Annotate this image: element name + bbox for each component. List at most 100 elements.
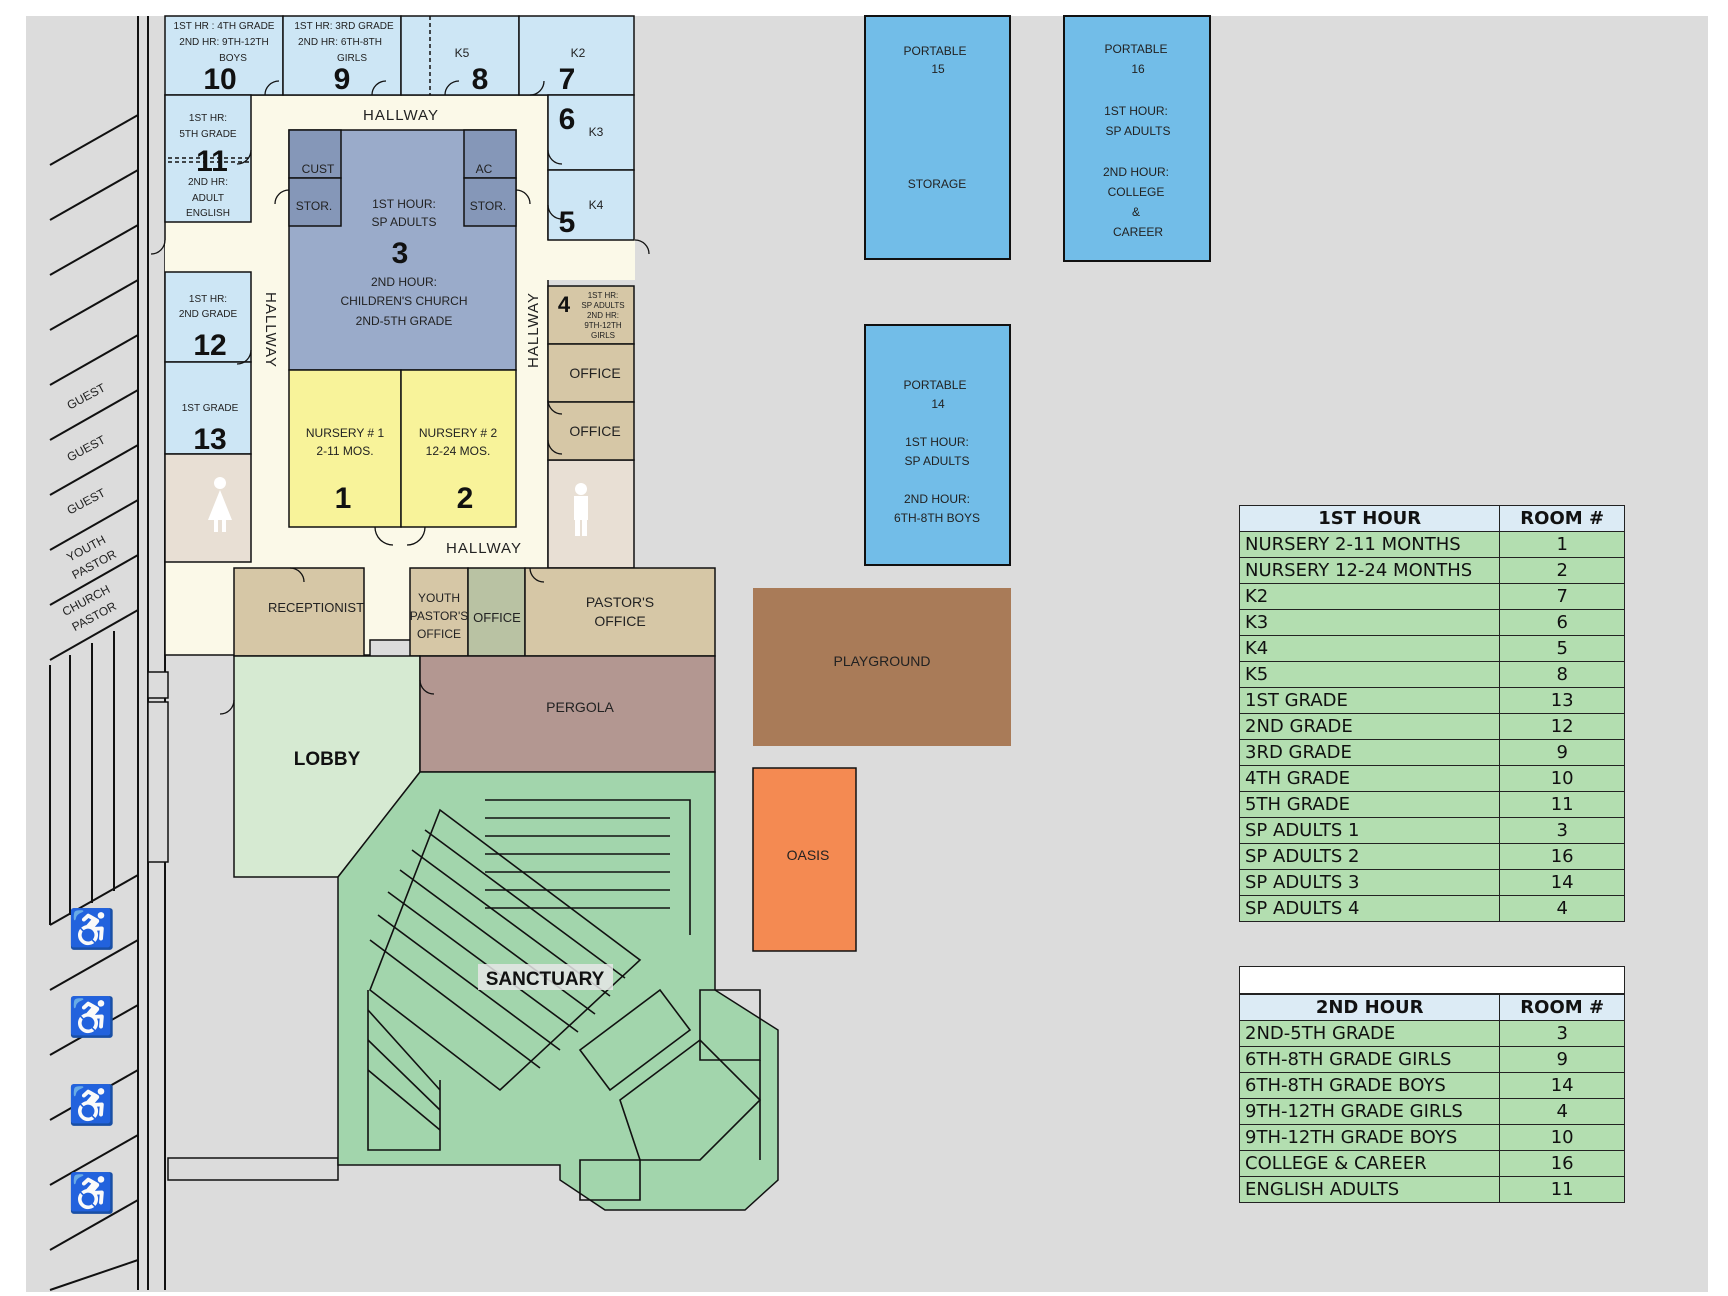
legend-room-number: 4	[1499, 1098, 1625, 1125]
legend-room-number: 3	[1499, 1020, 1625, 1047]
legend-room-number: 6	[1499, 609, 1625, 636]
portable-16-line1: PORTABLE	[1105, 42, 1168, 56]
legend-group-name: SP ADULTS 1	[1238, 817, 1501, 844]
legend-room-number: 1	[1499, 531, 1625, 558]
room-3-line2: SP ADULTS	[372, 215, 437, 229]
legend-group-name: 3RD GRADE	[1238, 739, 1501, 766]
room-2	[400, 369, 517, 528]
room-4-line1: 1ST HR:	[588, 291, 619, 300]
room-10-line3: BOYS	[219, 53, 247, 64]
legend-room-number: 9	[1499, 1046, 1625, 1073]
legend-group-name: K5	[1238, 661, 1501, 688]
room-9-line2: 2ND HR: 6TH-8TH	[298, 37, 382, 48]
room-6	[547, 94, 635, 171]
room-1-number: 1	[335, 482, 352, 515]
room-7-number: 7	[559, 63, 576, 96]
hallway-label-top: HALLWAY	[363, 107, 439, 124]
room-11-line5: ENGLISH	[186, 208, 230, 219]
legend-group-name: 1ST GRADE	[1238, 687, 1501, 714]
office-upper-label: OFFICE	[569, 365, 620, 381]
mens-restroom	[547, 459, 635, 569]
portable-16	[1063, 15, 1211, 262]
room-8	[400, 15, 520, 96]
restrooms	[164, 453, 635, 569]
sanctuary-pews	[367, 799, 762, 1201]
legend-group-name: 4TH GRADE	[1238, 765, 1501, 792]
classrooms	[164, 15, 635, 455]
room-9-line3: GIRLS	[337, 53, 367, 64]
room-9-number: 9	[334, 63, 351, 96]
legend-group-name: 2ND-5TH GRADE	[1238, 1020, 1501, 1047]
oasis	[752, 767, 857, 952]
office-small	[467, 567, 526, 657]
room-4-line2: SP ADULTS	[581, 301, 624, 310]
legend-room-number: 4	[1499, 895, 1625, 922]
room-2-line1: NURSERY # 2	[419, 426, 498, 440]
legend-room-number: 11	[1499, 1176, 1625, 1203]
portable-14	[864, 324, 1011, 566]
legend-room-number: 11	[1499, 791, 1625, 818]
youth-office-line2: PASTOR'S	[410, 609, 469, 623]
sanctuary-label: SANCTUARY	[486, 969, 605, 990]
storage-right	[463, 177, 517, 227]
room-6-label: K3	[589, 125, 604, 139]
portable-14-line3: 1ST HOUR:	[905, 435, 969, 449]
room-1	[288, 369, 402, 528]
sanctuary	[337, 771, 779, 1211]
ac-label: AC	[476, 162, 493, 176]
wheelchair-icon: ♿	[68, 907, 115, 951]
legend-header-hour: 1ST HOUR	[1238, 505, 1501, 532]
room-10-line2: 2ND HR: 9TH-12TH	[179, 37, 268, 48]
legend-spacer	[1239, 966, 1625, 994]
legend-group-name: NURSERY 2-11 MONTHS	[1238, 531, 1501, 558]
legend-room-number: 12	[1499, 713, 1625, 740]
legend-header-room: ROOM #	[1499, 994, 1625, 1021]
accessible-parking-icons: ♿ ♿ ♿ ♿	[68, 907, 115, 1215]
room-8-number: 8	[472, 63, 489, 96]
portable-14-line4: SP ADULTS	[905, 454, 970, 468]
room-1-line2: 2-11 MOS.	[316, 444, 373, 458]
room-1-line1: NURSERY # 1	[306, 426, 385, 440]
storage-left	[288, 177, 342, 227]
legend-group-name: SP ADULTS 2	[1238, 843, 1501, 870]
legend-room-number: 9	[1499, 739, 1625, 766]
portable-16-line8: CAREER	[1113, 225, 1163, 239]
room-10	[164, 15, 284, 96]
portable-15-line1: PORTABLE	[904, 44, 967, 58]
legend-header-hour: 2ND HOUR	[1238, 994, 1501, 1021]
room-11-line3: 2ND HR:	[188, 177, 228, 188]
legend-room-number: 8	[1499, 661, 1625, 688]
portable-16-line2: 16	[1131, 62, 1145, 76]
portable-14-line6: 6TH-8TH BOYS	[894, 511, 980, 525]
room-3-number: 3	[392, 237, 409, 270]
legend-group-name: 6TH-8TH GRADE GIRLS	[1238, 1046, 1501, 1073]
pergola-label: PERGOLA	[546, 699, 614, 715]
hallway-label-right: HALLWAY	[525, 292, 542, 368]
room-9-line1: 1ST HR: 3RD GRADE	[294, 21, 394, 32]
legend-group-name: 5TH GRADE	[1238, 791, 1501, 818]
portable-14-line5: 2ND HOUR:	[904, 492, 970, 506]
room-10-line1: 1ST HR : 4TH GRADE	[174, 21, 275, 32]
custodial-label: CUST	[302, 162, 335, 176]
legend-room-number: 2	[1499, 557, 1625, 584]
room-5-number: 5	[559, 206, 576, 239]
room-5	[547, 169, 635, 241]
